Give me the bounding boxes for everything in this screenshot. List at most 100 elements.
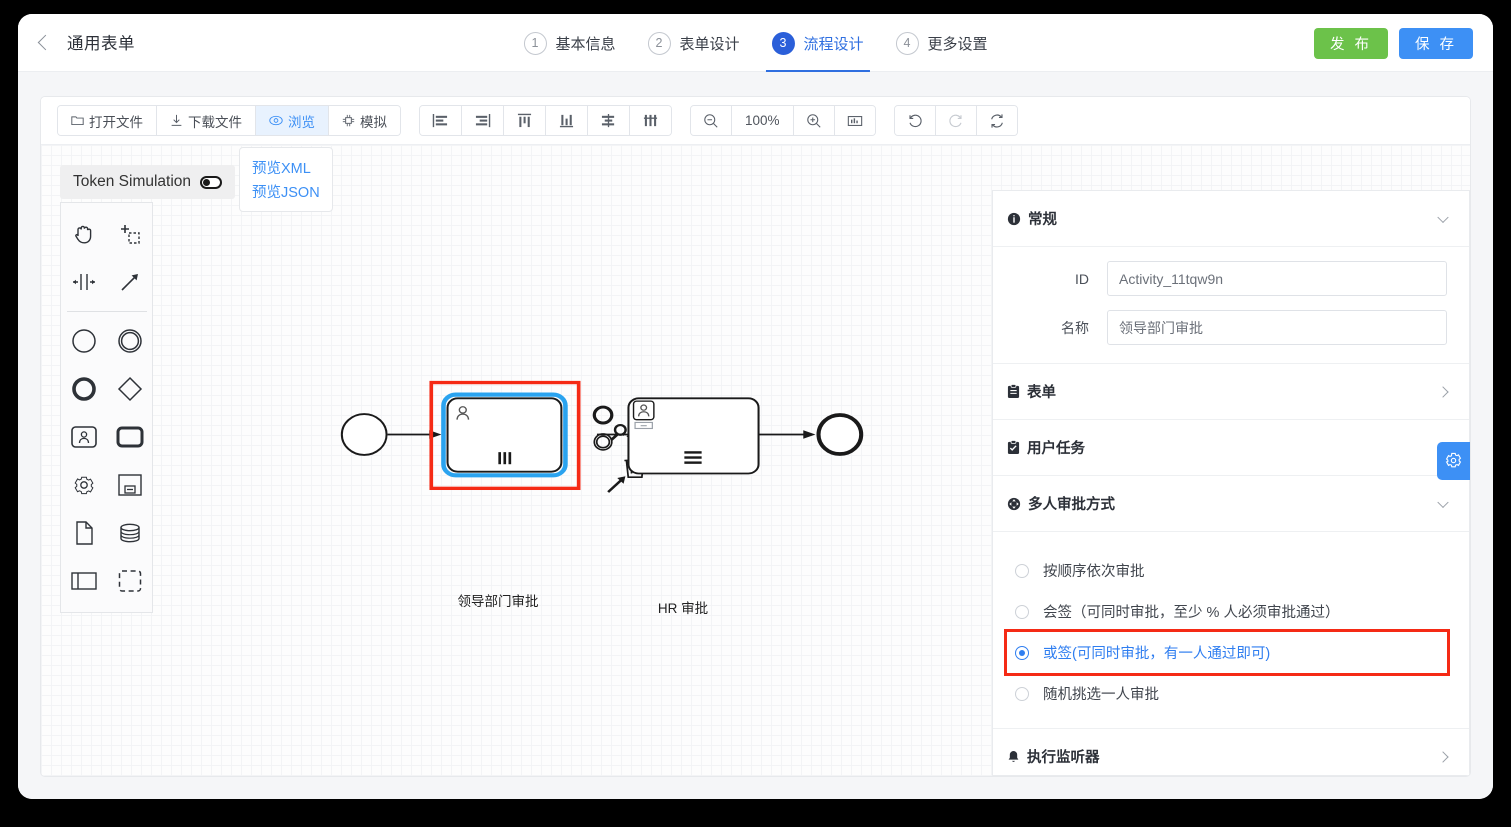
preview-json-link[interactable]: 预览JSON [252,185,320,201]
start-event-node [340,413,388,456]
option-random[interactable]: 随机挑选一人审批 [1007,673,1447,714]
palette-space-tool[interactable] [61,259,107,305]
radio-icon [1015,686,1029,701]
section-user-task-title: 用户任务 [1027,441,1085,457]
step-more-settings[interactable]: 4 更多设置 [880,14,1004,72]
palette-end-event[interactable] [61,366,107,412]
palette-data-store[interactable] [107,510,153,556]
gear-icon [1445,452,1462,468]
open-file-button[interactable]: 打开文件 [58,106,157,135]
zoom-out-button[interactable] [691,106,732,135]
palette-intermediate-event[interactable] [107,318,153,364]
palette-user-task[interactable] [61,414,107,460]
back-button[interactable]: 通用表单 [37,30,135,54]
step-label: 更多设置 [927,35,988,53]
redo-button[interactable] [935,106,977,135]
distribute-button[interactable] [630,106,671,135]
section-multi-approval-header[interactable]: 多人审批方式 [993,476,1469,532]
align-left-button[interactable] [420,106,462,135]
simulate-button[interactable]: 模拟 [329,106,400,135]
user-task-icon [71,426,97,448]
zoom-button-group: 100% [690,105,876,136]
connect-tool-icon [121,274,138,291]
open-file-label: 打开文件 [89,114,143,130]
step-navigation: 1 基本信息 2 表单设计 3 流程设计 4 更多设置 [507,14,1003,72]
simulate-label: 模拟 [360,114,387,130]
form-icon [1007,384,1020,398]
step-basic-info[interactable]: 1 基本信息 [507,14,631,72]
preview-xml-link[interactable]: 预览XML [252,161,311,177]
step-form-design[interactable]: 2 表单设计 [631,14,755,72]
option-sequential[interactable]: 按顺序依次审批 [1007,550,1447,591]
palette-collapsed-subprocess[interactable] [107,462,153,508]
diagram-canvas[interactable]: Token Simulation 预览XML 预览JSON [41,145,1470,776]
browse-button[interactable]: 浏览 [256,106,329,135]
align-right-button[interactable] [462,106,504,135]
task-label-1: 领导部门审批 [457,594,539,609]
bell-icon [1008,750,1019,762]
end-event-icon [72,377,96,401]
palette-start-event[interactable] [61,318,107,364]
radio-icon [1015,563,1029,578]
publish-button[interactable]: 发 布 [1313,28,1388,59]
align-right-icon [475,113,491,128]
chevron-left-icon [37,34,54,50]
save-button[interactable]: 保 存 [1398,28,1473,59]
zoom-in-icon [806,113,821,128]
undo-icon [908,114,922,127]
step-process-design[interactable]: 3 流程设计 [756,14,880,72]
palette-participant[interactable] [61,558,107,604]
step-label: 基本信息 [555,35,616,53]
connect-arrow-icon [607,476,626,493]
undo-button[interactable] [894,106,936,135]
task-node-1 [446,397,563,473]
palette-lasso-tool[interactable] [107,211,153,257]
option-countersign[interactable]: 会签（可同时审批，至少 % 人必须审批通过） [1007,591,1447,632]
body-area: 打开文件 下载文件 浏览 模拟 [18,72,1493,799]
collapsed-subprocess-icon [118,474,142,496]
token-simulation-toggle[interactable]: Token Simulation [60,165,236,199]
name-field-row: 名称 [1007,310,1447,345]
align-center-horizontal-button[interactable] [588,106,630,135]
palette-gateway[interactable] [107,366,153,412]
option-label: 会签（可同时审批，至少 % 人必须审批通过） [1043,605,1340,621]
palette-subprocess-gear[interactable] [61,462,107,508]
option-or-sign[interactable]: 或签(可同时审批，有一人通过即可) [1004,629,1450,676]
section-form-header[interactable]: 表单 [993,364,1469,420]
id-field[interactable] [1107,261,1447,296]
task-node-2 [627,397,760,475]
option-label: 或签(可同时审批，有一人通过即可) [1043,646,1271,662]
align-center-horizontal-icon [601,113,615,128]
palette-group[interactable] [107,558,153,604]
chevron-right-icon [1437,750,1449,763]
reset-button[interactable] [976,106,1017,135]
bpmn-editor: 打开文件 下载文件 浏览 模拟 [40,96,1471,777]
step-label: 流程设计 [803,35,864,53]
align-left-icon [432,113,448,128]
id-field-row: ID [1007,261,1447,296]
fit-viewport-icon [847,115,862,126]
palette-task[interactable] [107,414,153,460]
download-file-button[interactable]: 下载文件 [157,106,256,135]
settings-side-tab[interactable] [1437,441,1470,480]
section-user-task-header[interactable]: 用户任务 [993,420,1469,476]
palette-hand-tool[interactable] [61,211,107,257]
section-listener-header[interactable]: 执行监听器 [993,729,1469,775]
zoom-level[interactable]: 100% [732,106,794,135]
data-object-icon [76,521,93,545]
align-top-button[interactable] [504,106,546,135]
section-general-title: 常规 [1028,212,1057,228]
properties-panel: 常规 ID 名称 [992,190,1470,776]
download-file-label: 下载文件 [188,114,242,130]
section-general-header[interactable]: 常规 [993,191,1469,247]
align-bottom-button[interactable] [546,106,588,135]
align-top-icon [517,113,532,128]
zoom-in-button[interactable] [793,106,835,135]
fit-viewport-button[interactable] [834,106,875,135]
toggle-switch-icon[interactable] [200,175,223,189]
name-field[interactable] [1107,310,1447,345]
palette-connect-tool[interactable] [107,259,153,305]
palette-data-object[interactable] [61,510,107,556]
append-intermediate-event-icon [593,433,613,451]
step-number: 2 [647,31,671,55]
